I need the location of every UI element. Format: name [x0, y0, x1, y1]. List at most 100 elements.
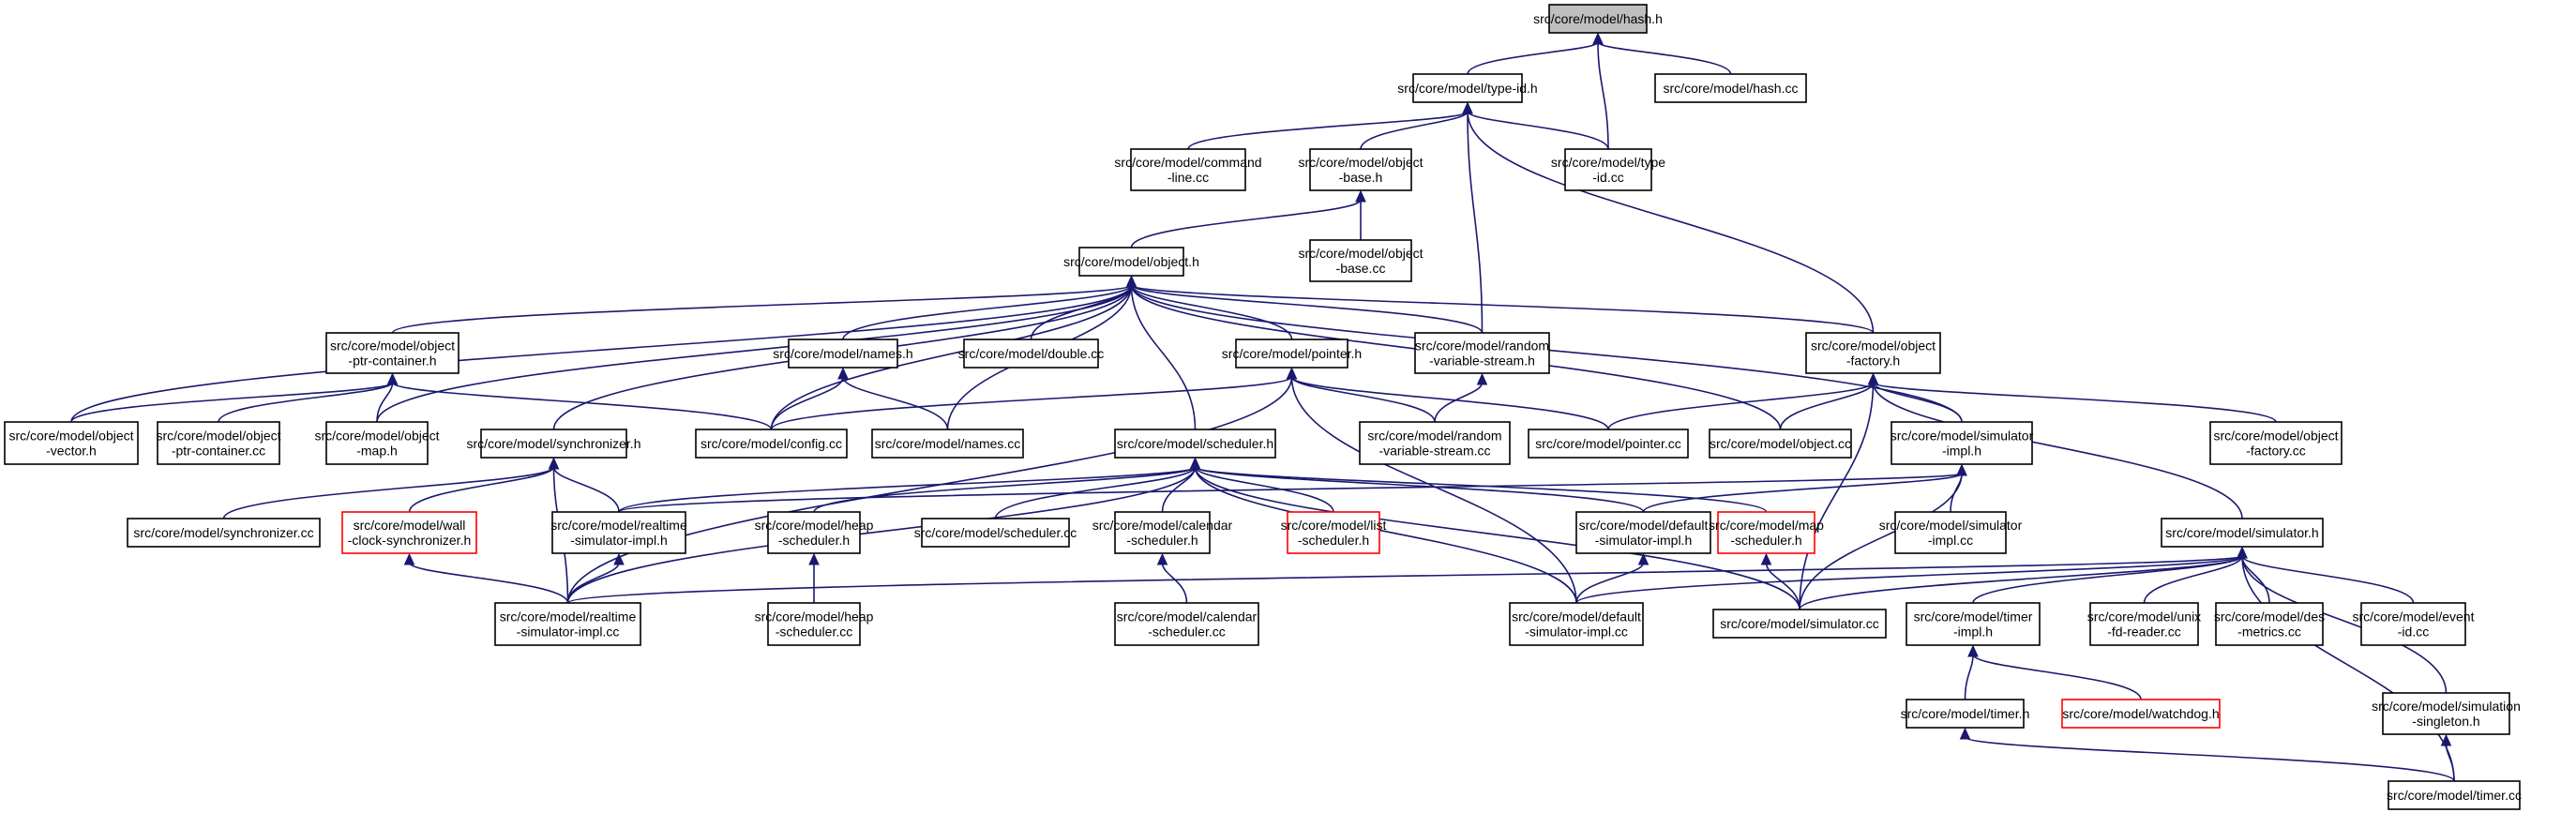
node-box[interactable] [1712, 609, 1887, 639]
node-box[interactable] [2161, 518, 2324, 548]
node-names-h[interactable]: src/core/model/names.h [773, 339, 913, 369]
node-unix-fd-reader-cc[interactable]: src/core/model/unix-fd-reader.cc [2087, 602, 2201, 646]
node-box[interactable] [1709, 429, 1852, 459]
node-box[interactable] [1359, 421, 1511, 465]
node-box[interactable] [1235, 339, 1348, 369]
node-wall-clock-synchronizer-h[interactable]: src/core/model/wall-clock-synchronizer.h [341, 511, 477, 554]
node-realtime-simulator-impl-cc[interactable]: src/core/model/realtime-simulator-impl.c… [494, 602, 641, 646]
node-box[interactable] [1309, 148, 1412, 191]
node-box[interactable] [494, 602, 641, 646]
node-box[interactable] [767, 511, 861, 554]
node-box[interactable] [2388, 780, 2521, 810]
node-box[interactable] [1414, 332, 1550, 374]
node-config-cc[interactable]: src/core/model/config.cc [695, 429, 848, 459]
node-box[interactable] [767, 602, 861, 646]
node-simulation-singleton-h[interactable]: src/core/model/simulation-singleton.h [2372, 692, 2521, 735]
node-box[interactable] [551, 511, 686, 554]
node-type-id-h[interactable]: src/core/model/type-id.h [1397, 73, 1538, 103]
node-box[interactable] [1078, 247, 1184, 277]
node-synchronizer-h[interactable]: src/core/model/synchronizer.h [467, 429, 641, 459]
node-double-cc[interactable]: src/core/model/double.cc [958, 339, 1105, 369]
node-box[interactable] [1130, 148, 1246, 191]
node-names-cc[interactable]: src/core/model/names.cc [871, 429, 1024, 459]
node-calendar-scheduler-h[interactable]: src/core/model/calendar-scheduler.h [1092, 511, 1233, 554]
node-object-cc[interactable]: src/core/model/object.cc [1709, 429, 1852, 459]
node-realtime-simulator-impl-h[interactable]: src/core/model/realtime-simulator-impl.h [550, 511, 687, 554]
node-box[interactable] [1114, 429, 1276, 459]
node-box[interactable] [1564, 148, 1652, 191]
node-box[interactable] [2382, 692, 2510, 735]
node-box[interactable] [480, 429, 627, 459]
node-box[interactable] [325, 332, 459, 374]
node-box[interactable] [1717, 511, 1815, 554]
node-box[interactable] [1114, 511, 1211, 554]
node-hash-cc[interactable]: src/core/model/hash.cc [1654, 73, 1807, 103]
node-box[interactable] [1654, 73, 1807, 103]
node-simulator-impl-h[interactable]: src/core/model/simulator-impl.h [1891, 421, 2034, 465]
node-random-variable-stream-cc[interactable]: src/core/model/random-variable-stream.cc [1359, 421, 1511, 465]
node-object-vector-h[interactable]: src/core/model/object-vector.h [4, 421, 139, 465]
node-box[interactable] [695, 429, 848, 459]
node-box[interactable] [788, 339, 898, 369]
node-box[interactable] [1906, 602, 2041, 646]
node-object-factory-cc[interactable]: src/core/model/object-factory.cc [2209, 421, 2343, 465]
node-simulator-cc[interactable]: src/core/model/simulator.cc [1712, 609, 1887, 639]
node-random-variable-stream-h[interactable]: src/core/model/random-variable-stream.h [1414, 332, 1550, 374]
node-object-ptr-container-cc[interactable]: src/core/model/object-ptr-container.cc [156, 421, 281, 465]
node-timer-impl-h[interactable]: src/core/model/timer-impl.h [1906, 602, 2041, 646]
node-scheduler-h[interactable]: src/core/model/scheduler.h [1114, 429, 1276, 459]
node-box[interactable] [1891, 421, 2033, 465]
node-box[interactable] [325, 421, 429, 465]
node-des-metrics-cc[interactable]: src/core/model/des-metrics.cc [2214, 602, 2325, 646]
node-box[interactable] [1309, 239, 1412, 282]
node-event-id-cc[interactable]: src/core/model/event-id.cc [2353, 602, 2475, 646]
node-box[interactable] [2089, 602, 2199, 646]
node-box[interactable] [1528, 429, 1689, 459]
node-box[interactable] [1805, 332, 1941, 374]
node-object-base-h[interactable]: src/core/model/object-base.h [1298, 148, 1424, 191]
node-box[interactable] [1894, 511, 2007, 554]
node-timer-cc[interactable]: src/core/model/timer.cc [2387, 780, 2522, 810]
node-box[interactable] [1906, 699, 2025, 729]
node-box[interactable] [2215, 602, 2324, 646]
node-hash-h[interactable]: src/core/model/hash.h [1533, 4, 1663, 34]
node-box[interactable] [963, 339, 1099, 369]
node-box[interactable] [1548, 4, 1648, 34]
node-object-ptr-container-h[interactable]: src/core/model/object-ptr-container.h [325, 332, 459, 374]
node-box[interactable] [127, 518, 321, 548]
node-list-scheduler-h[interactable]: src/core/model/list-scheduler.h [1281, 511, 1387, 554]
node-pointer-cc[interactable]: src/core/model/pointer.cc [1528, 429, 1689, 459]
node-default-simulator-impl-cc[interactable]: src/core/model/default-simulator-impl.cc [1509, 602, 1644, 646]
node-heap-scheduler-h[interactable]: src/core/model/heap-scheduler.h [755, 511, 874, 554]
node-box[interactable] [921, 518, 1070, 548]
node-box[interactable] [2209, 421, 2343, 465]
node-timer-h[interactable]: src/core/model/timer.h [1901, 699, 2030, 729]
node-box[interactable] [1575, 511, 1711, 554]
node-simulator-h[interactable]: src/core/model/simulator.h [2161, 518, 2324, 548]
node-box[interactable] [1509, 602, 1644, 646]
node-box[interactable] [1287, 511, 1380, 554]
node-type-id-cc[interactable]: src/core/model/type-id.cc [1551, 148, 1665, 191]
node-heap-scheduler-cc[interactable]: src/core/model/heap-scheduler.cc [755, 602, 874, 646]
node-calendar-scheduler-cc[interactable]: src/core/model/calendar-scheduler.cc [1114, 602, 1259, 646]
node-box[interactable] [341, 511, 477, 554]
node-command-line-cc[interactable]: src/core/model/command-line.cc [1114, 148, 1262, 191]
node-map-scheduler-h[interactable]: src/core/model/map-scheduler.h [1709, 511, 1824, 554]
node-simulator-impl-cc[interactable]: src/core/model/simulator-impl.cc [1879, 511, 2023, 554]
node-box[interactable] [4, 421, 139, 465]
node-object-base-cc[interactable]: src/core/model/object-base.cc [1298, 239, 1424, 282]
node-object-map-h[interactable]: src/core/model/object-map.h [314, 421, 440, 465]
node-box[interactable] [1114, 602, 1259, 646]
node-pointer-h[interactable]: src/core/model/pointer.h [1222, 339, 1362, 369]
node-box[interactable] [2360, 602, 2466, 646]
node-object-h[interactable]: src/core/model/object.h [1063, 247, 1199, 277]
node-synchronizer-cc[interactable]: src/core/model/synchronizer.cc [127, 518, 321, 548]
node-box[interactable] [871, 429, 1024, 459]
node-watchdog-h[interactable]: src/core/model/watchdog.h [2061, 699, 2221, 729]
node-scheduler-cc[interactable]: src/core/model/scheduler.cc [914, 518, 1077, 548]
node-default-simulator-impl-h[interactable]: src/core/model/default-simulator-impl.h [1575, 511, 1711, 554]
node-box[interactable] [2061, 699, 2221, 729]
node-box[interactable] [1412, 73, 1523, 103]
node-box[interactable] [157, 421, 280, 465]
node-object-factory-h[interactable]: src/core/model/object-factory.h [1805, 332, 1941, 374]
